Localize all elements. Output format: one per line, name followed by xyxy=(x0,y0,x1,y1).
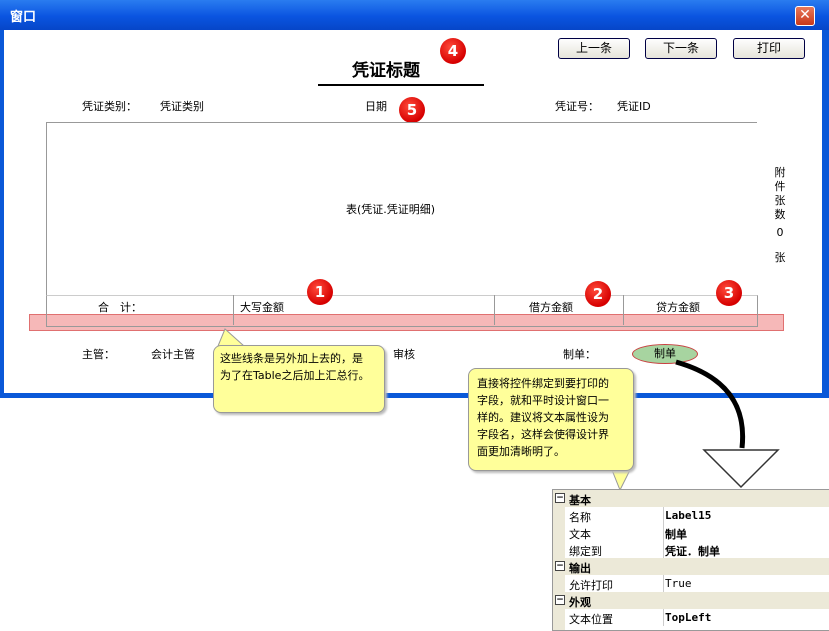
right-callout-line: 直接将控件绑定到要打印的 xyxy=(477,377,609,390)
window-client-area xyxy=(4,30,822,393)
property-row-name[interactable]: 名称 Label15 xyxy=(553,507,829,524)
detail-table xyxy=(46,122,757,295)
capital-amount-label: 大写金额 xyxy=(240,301,284,314)
summary-divider xyxy=(623,295,624,325)
summary-divider xyxy=(494,295,495,325)
property-divider xyxy=(663,575,664,592)
property-divider xyxy=(663,609,664,626)
marker-4: 4 xyxy=(440,38,466,64)
voucher-title: 凭证标题 xyxy=(352,61,420,81)
date-label: 日期 xyxy=(365,100,387,113)
property-row-text[interactable]: 文本 制单 xyxy=(553,524,829,541)
property-label: 文本位置 xyxy=(569,613,613,626)
print-button[interactable]: 打印 xyxy=(733,38,805,59)
property-value[interactable]: True xyxy=(665,577,692,590)
voucher-type-label: 凭证类别： xyxy=(82,100,137,113)
property-grid: − 基本 名称 Label15 文本 制单 绑定到 凭证．制单 − 输出 允许打… xyxy=(552,489,829,631)
next-button[interactable]: 下一条 xyxy=(645,38,717,59)
attachment-char-3: 张 xyxy=(774,194,786,207)
right-callout-line: 面更加清晰明了。 xyxy=(477,445,565,458)
right-callout-line: 样的。建议将文本属性设为 xyxy=(477,411,609,424)
property-value[interactable]: 凭证．制单 xyxy=(665,545,720,558)
prev-button[interactable]: 上一条 xyxy=(558,38,630,59)
marker-5: 5 xyxy=(399,97,425,123)
right-callout-tail xyxy=(611,469,631,492)
attachment-char-4: 数 xyxy=(774,208,786,221)
category-basic[interactable]: − 基本 xyxy=(553,490,829,507)
category-label: 输出 xyxy=(569,562,591,575)
manager-value: 会计主管 xyxy=(151,348,195,361)
audit-value: 审核 xyxy=(393,348,415,361)
category-output[interactable]: − 输出 xyxy=(553,558,829,575)
maker-field[interactable]: 制单 xyxy=(632,344,698,364)
property-row-binding[interactable]: 绑定到 凭证．制单 xyxy=(553,541,829,558)
marker-2: 2 xyxy=(585,281,611,307)
attachment-unit: 张 xyxy=(774,251,786,264)
attachment-count: 0 xyxy=(776,226,784,239)
collapse-icon[interactable]: − xyxy=(555,595,565,605)
property-divider xyxy=(663,507,664,524)
attachment-char-2: 件 xyxy=(774,180,786,193)
window-title: 窗口 xyxy=(10,10,37,25)
property-divider xyxy=(663,541,664,558)
table-binding-text: 表(凭证.凭证明细) xyxy=(346,203,436,216)
category-label: 外观 xyxy=(569,596,591,609)
voucher-type-value: 凭证类别 xyxy=(160,100,204,113)
property-label: 文本 xyxy=(569,528,591,541)
marker-1: 1 xyxy=(307,279,333,305)
property-value[interactable]: Label15 xyxy=(665,509,712,522)
collapse-icon[interactable]: − xyxy=(555,493,565,503)
window-frame: 窗口 ✕ xyxy=(0,0,829,398)
marker-3: 3 xyxy=(716,280,742,306)
property-label: 允许打印 xyxy=(569,579,613,592)
property-value[interactable]: TopLeft xyxy=(665,611,712,624)
collapse-icon[interactable]: − xyxy=(555,561,565,571)
category-appearance[interactable]: − 外观 xyxy=(553,592,829,609)
category-label: 基本 xyxy=(569,494,591,507)
close-button[interactable]: ✕ xyxy=(795,6,815,26)
total-label: 合 计： xyxy=(98,301,142,314)
left-callout: 这些线条是另外加上去的，是 为了在Table之后加上汇总行。 xyxy=(213,345,385,413)
property-label: 绑定到 xyxy=(569,545,602,558)
voucher-number-value: 凭证ID xyxy=(617,100,651,113)
maker-label: 制单： xyxy=(563,348,596,361)
curve-arrow-line xyxy=(675,359,746,449)
right-callout-line: 字段，就和平时设计窗口一 xyxy=(477,394,609,407)
right-callout-line: 字段名，这样会使得设计界 xyxy=(477,428,609,441)
left-callout-tail xyxy=(217,328,246,347)
manager-label: 主管： xyxy=(82,348,115,361)
left-callout-line: 为了在Table之后加上汇总行。 xyxy=(220,369,370,382)
left-callout-line: 这些线条是另外加上去的，是 xyxy=(220,352,363,365)
property-row-text-position[interactable]: 文本位置 TopLeft xyxy=(553,609,829,626)
title-underline xyxy=(318,84,484,86)
summary-divider xyxy=(233,295,234,325)
down-arrow-icon xyxy=(702,449,780,489)
voucher-number-label: 凭证号： xyxy=(555,100,599,113)
debit-amount-label: 借方金额 xyxy=(529,301,573,314)
property-label: 名称 xyxy=(569,511,591,524)
property-value[interactable]: 制单 xyxy=(665,528,687,541)
property-row-print[interactable]: 允许打印 True xyxy=(553,575,829,592)
property-divider xyxy=(663,524,664,541)
credit-amount-label: 贷方金额 xyxy=(656,301,700,314)
attachment-char-1: 附 xyxy=(774,166,786,179)
summary-row xyxy=(46,295,758,327)
title-bar: 窗口 ✕ xyxy=(0,0,829,30)
right-callout: 直接将控件绑定到要打印的 字段，就和平时设计窗口一 样的。建议将文本属性设为 字… xyxy=(468,368,634,471)
